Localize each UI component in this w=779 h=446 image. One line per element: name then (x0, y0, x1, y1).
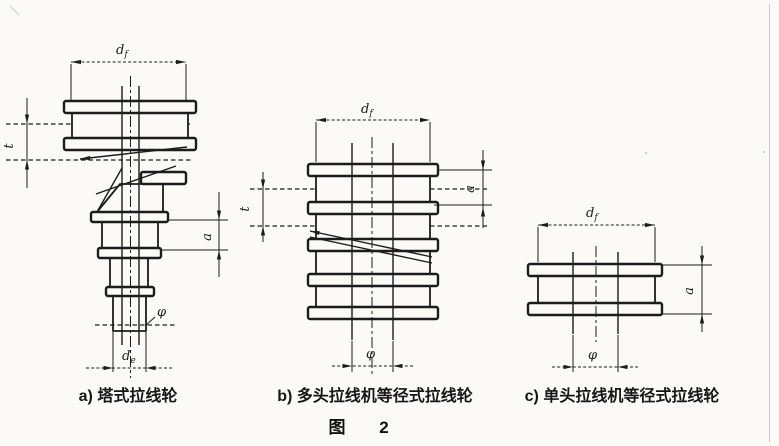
diagram-c-singlehead-wheel: df a φ (525, 206, 720, 405)
caption-c: c) 单头拉线机等径式拉线轮 (525, 386, 720, 405)
a-dimension-b (434, 150, 492, 228)
dim-label-de-a: de (122, 349, 136, 366)
dim-label-a-c: a (682, 287, 697, 295)
figure-number: 2 (379, 418, 388, 437)
bore-lines-c (572, 246, 619, 342)
dim-label-t-b: t (238, 206, 253, 212)
df-dimension-b (315, 117, 431, 162)
dim-label-phi-a: φ (157, 305, 167, 320)
phi-dimension-c (552, 335, 638, 372)
phi-dimension-b (332, 341, 413, 372)
dim-label-df-a: df (116, 43, 129, 60)
figure-label-text: 图 (329, 418, 346, 437)
wheel-c-flanges (526, 262, 664, 317)
wire-slants-a (79, 146, 188, 213)
t-dimension-a (24, 98, 30, 188)
diagram-b-multihead-wheel: df t (238, 102, 492, 405)
dim-label-t-a: t (2, 143, 17, 149)
t-dimension-b (260, 172, 266, 242)
dim-label-a-b: a (463, 185, 478, 193)
wire-lines-b (250, 188, 488, 227)
df-dimension-c (537, 222, 656, 262)
df-dimension-a (70, 59, 187, 100)
caption-a: a) 塔式拉线轮 (79, 386, 178, 405)
a-dimension-c (662, 246, 712, 332)
dim-label-df-b: df (361, 102, 374, 119)
bore-lines-b (351, 137, 394, 374)
diagram-a-tower-wheel: df t (2, 43, 228, 405)
phi-dimension-a (95, 316, 177, 326)
dim-label-a-a: a (200, 233, 215, 241)
dim-label-phi-c: φ (588, 348, 598, 363)
scan-artifacts (9, 4, 770, 442)
wire-slants-b (309, 230, 433, 264)
dim-label-df-c: df (586, 206, 599, 223)
figure-label: 图 2 (329, 418, 389, 437)
de-dimension-a (86, 332, 174, 372)
bore-lines-a (121, 76, 140, 378)
caption-b: b) 多头拉线机等径式拉线轮 (277, 386, 473, 405)
wheel-b-flanges (306, 162, 440, 321)
dim-label-phi-b: φ (366, 347, 376, 362)
a-dimension-a (161, 192, 228, 277)
